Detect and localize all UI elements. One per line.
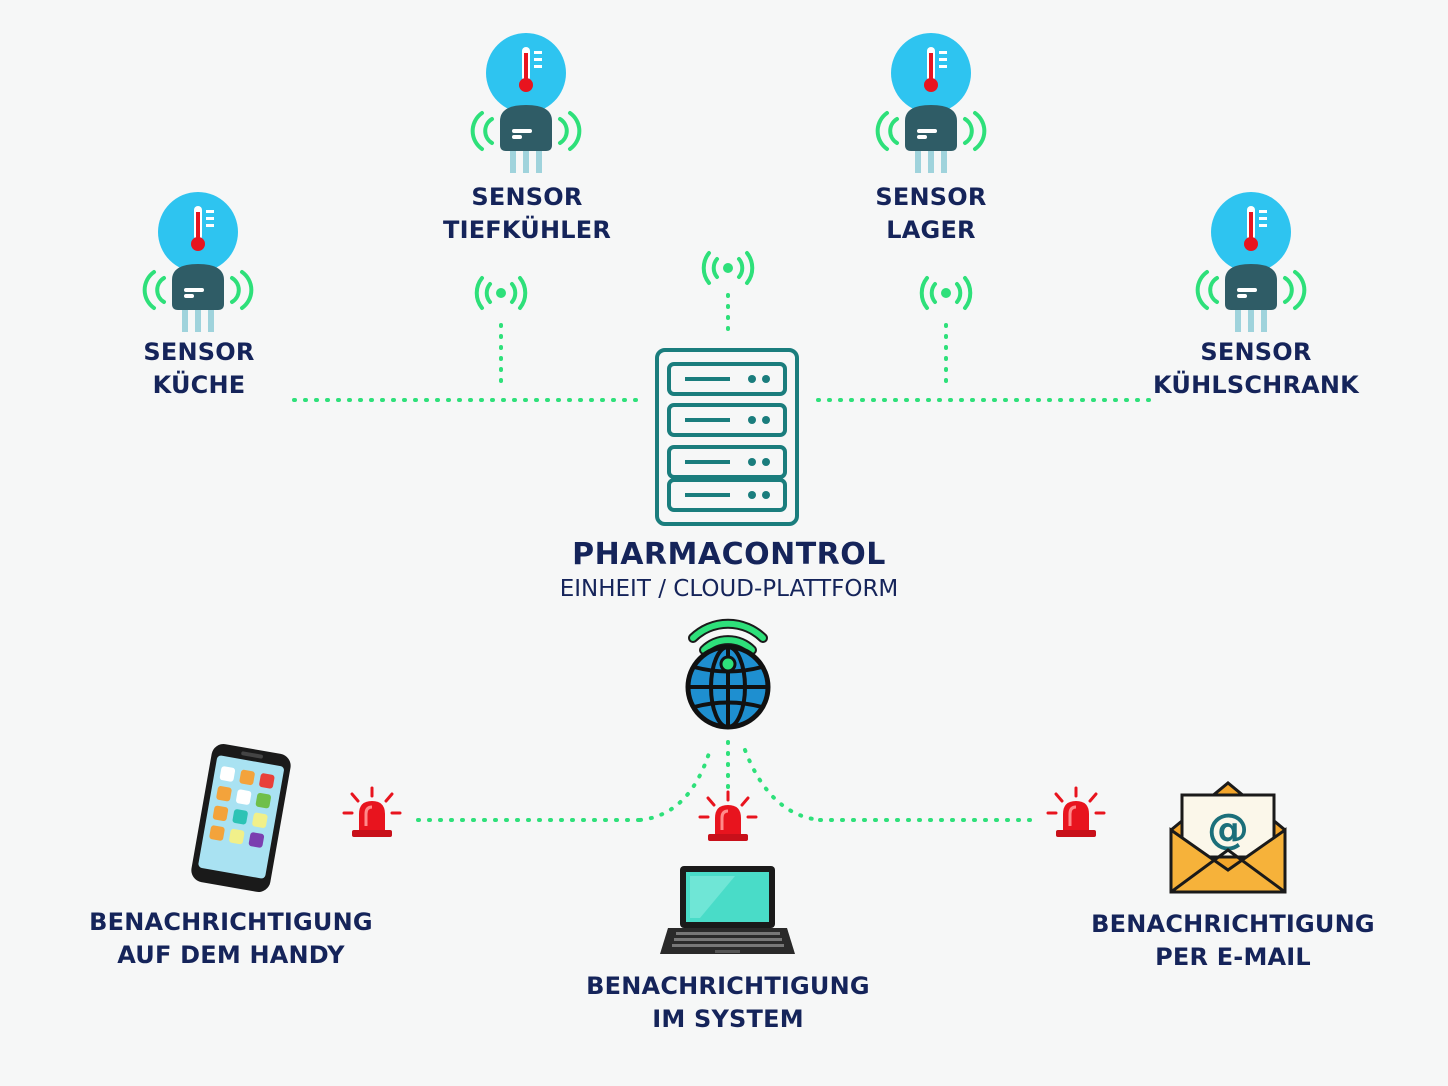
sensor-lager-icon <box>875 31 987 175</box>
hub-subtitle: EINHEIT / CLOUD-PLATTFORM <box>559 576 899 602</box>
notification-email-line1: BENACHRICHTIGUNG <box>1091 910 1375 938</box>
globe-wifi-icon <box>685 618 771 730</box>
hub-title: PHARMACONTROL <box>572 537 886 572</box>
notification-system-line2: IM SYSTEM <box>652 1005 804 1033</box>
sensor-kueche-line2: KÜCHE <box>152 371 246 399</box>
antenna-tiefkuehler-icon <box>474 276 528 310</box>
sensor-lager-label: SENSOR LAGER <box>875 181 986 247</box>
sensor-tiefkuehler-line2: TIEFKÜHLER <box>442 216 612 244</box>
connection-curve-email <box>743 748 822 822</box>
server-rack-icon <box>655 348 799 526</box>
notification-handy-label: BENACHRICHTIGUNG AUF DEM HANDY <box>89 906 373 972</box>
sensor-kuehlschrank-label: SENSOR KÜHLSCHRANK <box>1153 336 1359 402</box>
sensor-kuehlschrank-line1: SENSOR <box>1200 338 1312 366</box>
sensor-kueche-line1: SENSOR <box>143 338 255 366</box>
sensor-kueche-label: SENSOR KÜCHE <box>143 336 254 402</box>
alarm-siren-handy-icon <box>342 786 402 839</box>
sensor-tiefkuehler-label: SENSOR TIEFKÜHLER <box>443 181 611 247</box>
svg-text:@: @ <box>1207 804 1249 853</box>
antenna-center-icon <box>701 251 755 285</box>
notification-system-label: BENACHRICHTIGUNG IM SYSTEM <box>586 970 870 1036</box>
sensor-lager-line2: LAGER <box>886 216 976 244</box>
alarm-siren-system-icon <box>698 790 758 843</box>
antenna-lager-icon <box>919 276 973 310</box>
notification-email-label: BENACHRICHTIGUNG PER E-MAIL <box>1091 908 1375 974</box>
sensor-lager-line1: SENSOR <box>875 183 987 211</box>
sensor-tiefkuehler-icon <box>470 31 582 175</box>
notification-handy-line1: BENACHRICHTIGUNG <box>89 908 373 936</box>
notification-system-line1: BENACHRICHTIGUNG <box>586 972 870 1000</box>
smartphone-icon <box>191 744 291 892</box>
laptop-icon <box>660 866 795 954</box>
notification-handy-line2: AUF DEM HANDY <box>117 941 345 969</box>
connection-lines <box>292 293 1160 822</box>
alarm-siren-email-icon <box>1046 786 1106 839</box>
email-envelope-icon: @ <box>1169 781 1287 894</box>
sensor-kuehlschrank-icon <box>1195 190 1307 334</box>
sensor-kueche-icon <box>142 190 254 334</box>
notification-email-line2: PER E-MAIL <box>1155 943 1311 971</box>
sensor-kuehlschrank-line2: KÜHLSCHRANK <box>1153 371 1359 399</box>
connection-curve-handy <box>638 748 712 822</box>
sensor-tiefkuehler-line1: SENSOR <box>471 183 583 211</box>
